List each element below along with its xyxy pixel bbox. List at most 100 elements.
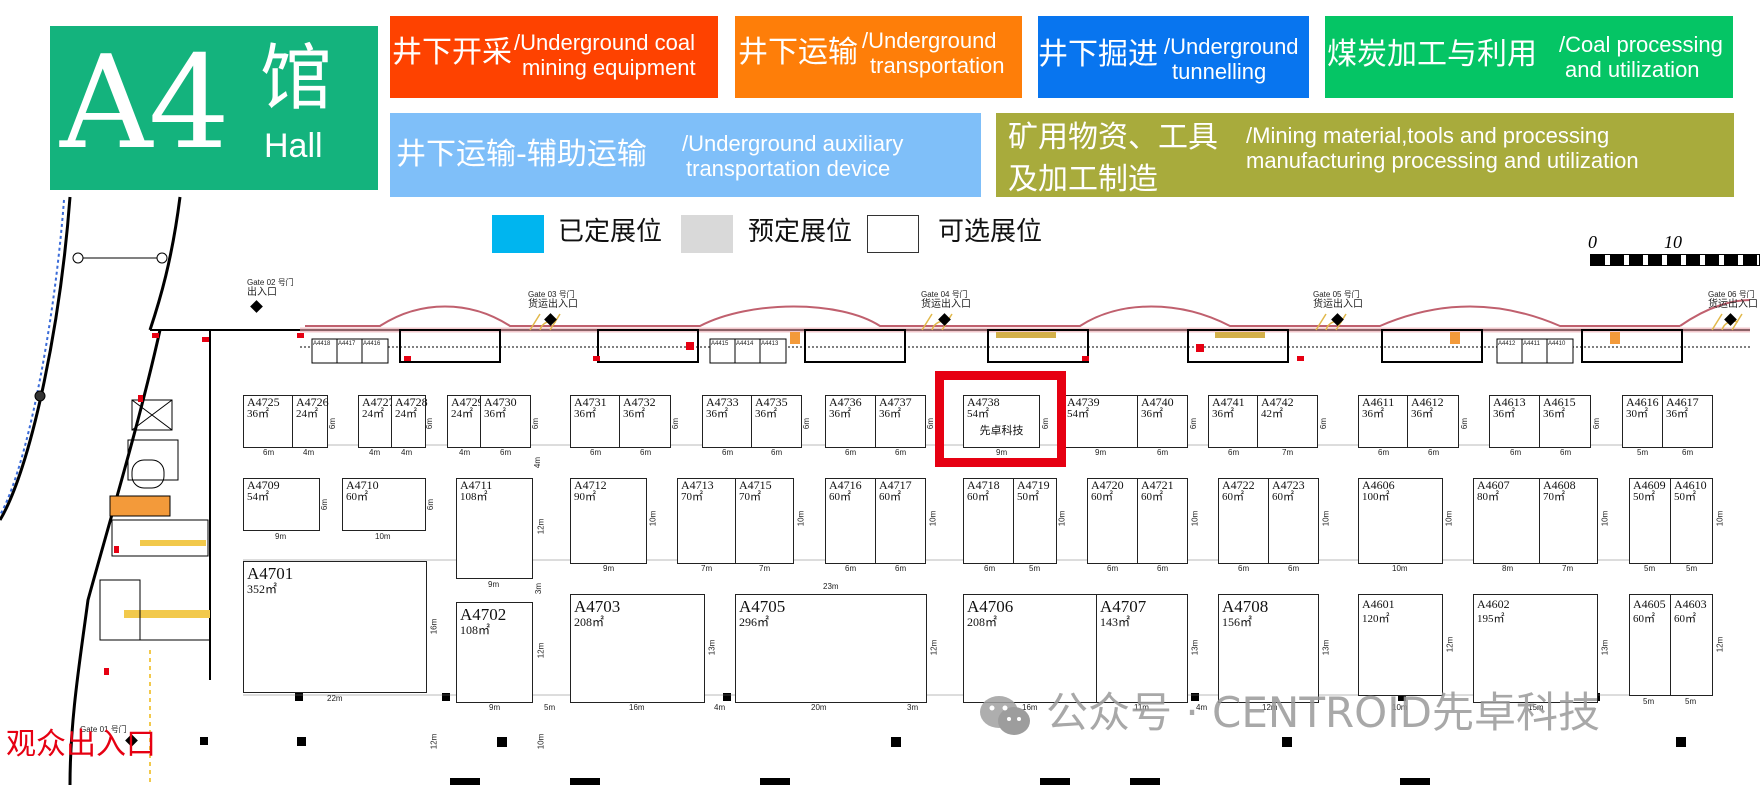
dimension-label: 10m [928, 510, 938, 527]
small-booth[interactable]: A4413 [761, 341, 779, 347]
dimension-label: 6m [1510, 448, 1522, 457]
dimension-label: 6m [1157, 564, 1169, 573]
small-booth[interactable]: A4411 [1523, 341, 1540, 347]
small-booth[interactable]: A4412 [1498, 341, 1516, 347]
dimension-label: 23m [823, 582, 839, 591]
dimension-label: 16m [1022, 703, 1038, 712]
dimension-label: 6m [1560, 448, 1572, 457]
small-booth[interactable]: A4418 [313, 341, 331, 347]
dimension-label: 7m [1562, 564, 1574, 573]
dimension-label: 5m [1644, 564, 1656, 573]
dimension-label: 4m [459, 448, 471, 457]
dimension-label: 6m [426, 498, 436, 511]
gate-05: Gate 05 号门货运出入口 [1313, 290, 1363, 310]
dimension-label: 7m [701, 564, 713, 573]
west-wall-inner [148, 196, 182, 331]
small-booth[interactable]: A4415 [711, 341, 729, 347]
dimension-label: 9m [996, 448, 1008, 457]
small-booth[interactable]: A4417 [338, 341, 356, 347]
dimension-label: 6m [845, 564, 857, 573]
dimension-label: 12m [1445, 636, 1455, 653]
dimension-label: 10m [1392, 703, 1408, 712]
dimension-label: 10m [1600, 510, 1610, 527]
small-booth[interactable]: A4410 [1548, 341, 1566, 347]
floor-map [0, 196, 1751, 785]
hall-zh: 馆 [260, 36, 333, 120]
wechat-icon [980, 695, 1030, 735]
dimension-label: 6m [895, 564, 907, 573]
category-zh: 井下开采 [392, 35, 512, 70]
dimension-label: 16m [429, 618, 439, 635]
dimension-label: 10m [1321, 510, 1331, 527]
dimension-label: 8m [1502, 564, 1514, 573]
dimension-label: 6m [1189, 417, 1199, 430]
dimension-label: 10m [1392, 564, 1408, 573]
dimension-label: 6m [263, 448, 275, 457]
dimension-label: 6m [425, 417, 435, 430]
dimension-label: 6m [1107, 564, 1119, 573]
small-booth[interactable]: A4416 [363, 341, 381, 347]
dimension-label: 6m [845, 448, 857, 457]
dimension-label: 3m [907, 703, 919, 712]
dimension-label: 9m [603, 564, 615, 573]
small-booth[interactable]: A4414 [736, 341, 754, 347]
dimension-label: 16m [629, 703, 645, 712]
